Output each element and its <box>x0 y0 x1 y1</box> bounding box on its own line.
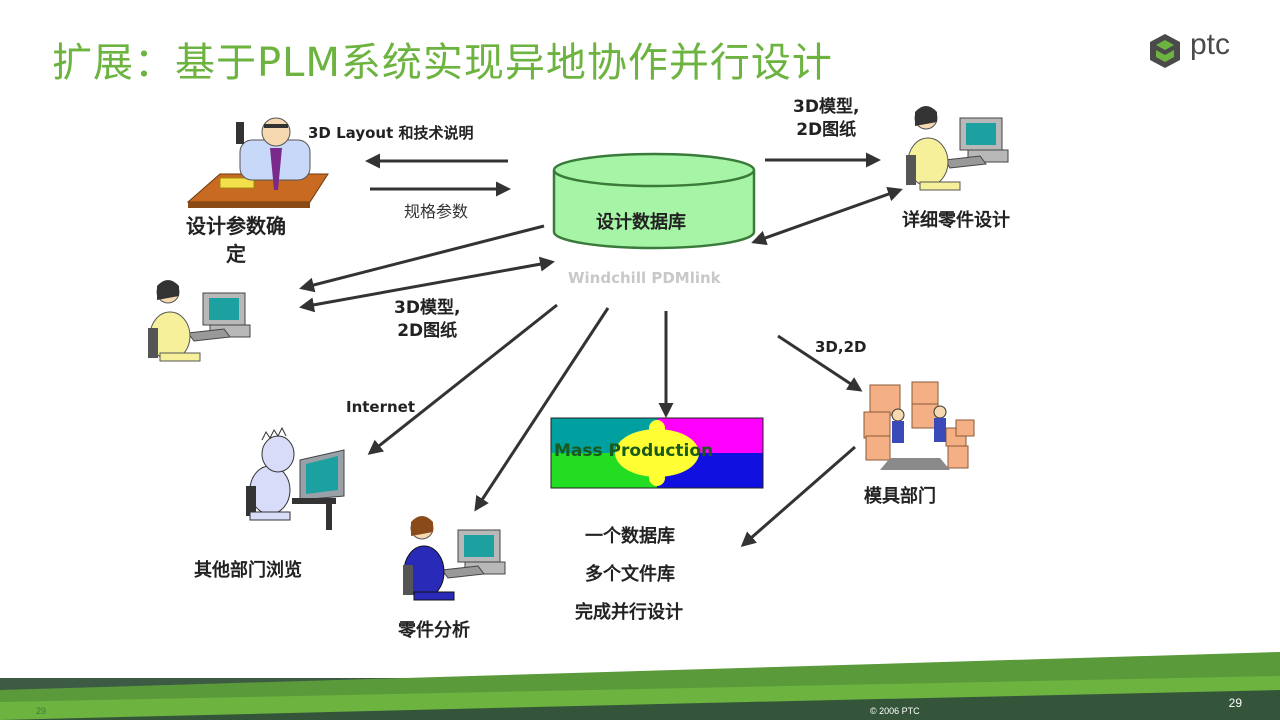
node-label-analysis: 零件分析 <box>398 620 470 641</box>
database-sublabel: Windchill PDMlink <box>568 269 721 287</box>
designer-left-icon <box>148 280 251 362</box>
edge-label-model-left: 3D模型, 2D图纸 <box>394 298 461 341</box>
database-label: 设计数据库 <box>596 212 686 233</box>
footer-slide-num-left: 29 <box>36 706 47 716</box>
mass-production-image <box>550 417 764 489</box>
ptc-logo-icon <box>1150 34 1180 68</box>
summary-line-2: 多个文件库 <box>585 564 675 585</box>
arrow-detail-db <box>751 186 903 246</box>
browser-person-icon <box>246 426 345 530</box>
arrows <box>299 152 903 547</box>
mold-department-icon <box>863 381 975 470</box>
node-label-mold: 模具部门 <box>864 486 936 507</box>
mass-production-label: Mass Production <box>554 441 714 461</box>
footer-copyright: © 2006 PTC <box>870 706 920 716</box>
node-label-detail: 详细零件设计 <box>902 210 1010 231</box>
edge-label-spec: 规格参数 <box>404 202 469 221</box>
arrow-left-db <box>299 256 555 313</box>
summary-line-3: 完成并行设计 <box>575 602 683 623</box>
edge-label-layout: 3D Layout 和技术说明 <box>308 124 474 142</box>
edge-label-model-top: 3D模型, 2D图纸 <box>793 97 860 140</box>
database-cylinder <box>552 152 756 250</box>
edge-label-internet: Internet <box>346 398 416 416</box>
footer-page-number: 29 <box>1228 696 1242 710</box>
summary-line-1: 一个数据库 <box>585 526 675 547</box>
analyst-icon <box>403 516 506 601</box>
arrow-to-browse <box>367 303 558 455</box>
designer-detail-icon <box>906 106 1009 191</box>
arrow-db-left-out <box>299 224 545 293</box>
node-label-browse: 其他部门浏览 <box>194 560 302 581</box>
arrow-to-analysis <box>474 307 610 512</box>
logo-text: ptc <box>1190 28 1231 61</box>
engineer-phone-icon <box>186 117 329 208</box>
page-title: 扩展：基于PLM系统实现异地协作并行设计 <box>52 40 833 86</box>
node-label-param: 设计参数确 定 <box>186 214 286 266</box>
arrow-to-mold <box>777 334 863 392</box>
edge-label-3d2d: 3D,2D <box>815 338 867 356</box>
arrow-mold-summary <box>740 445 856 547</box>
